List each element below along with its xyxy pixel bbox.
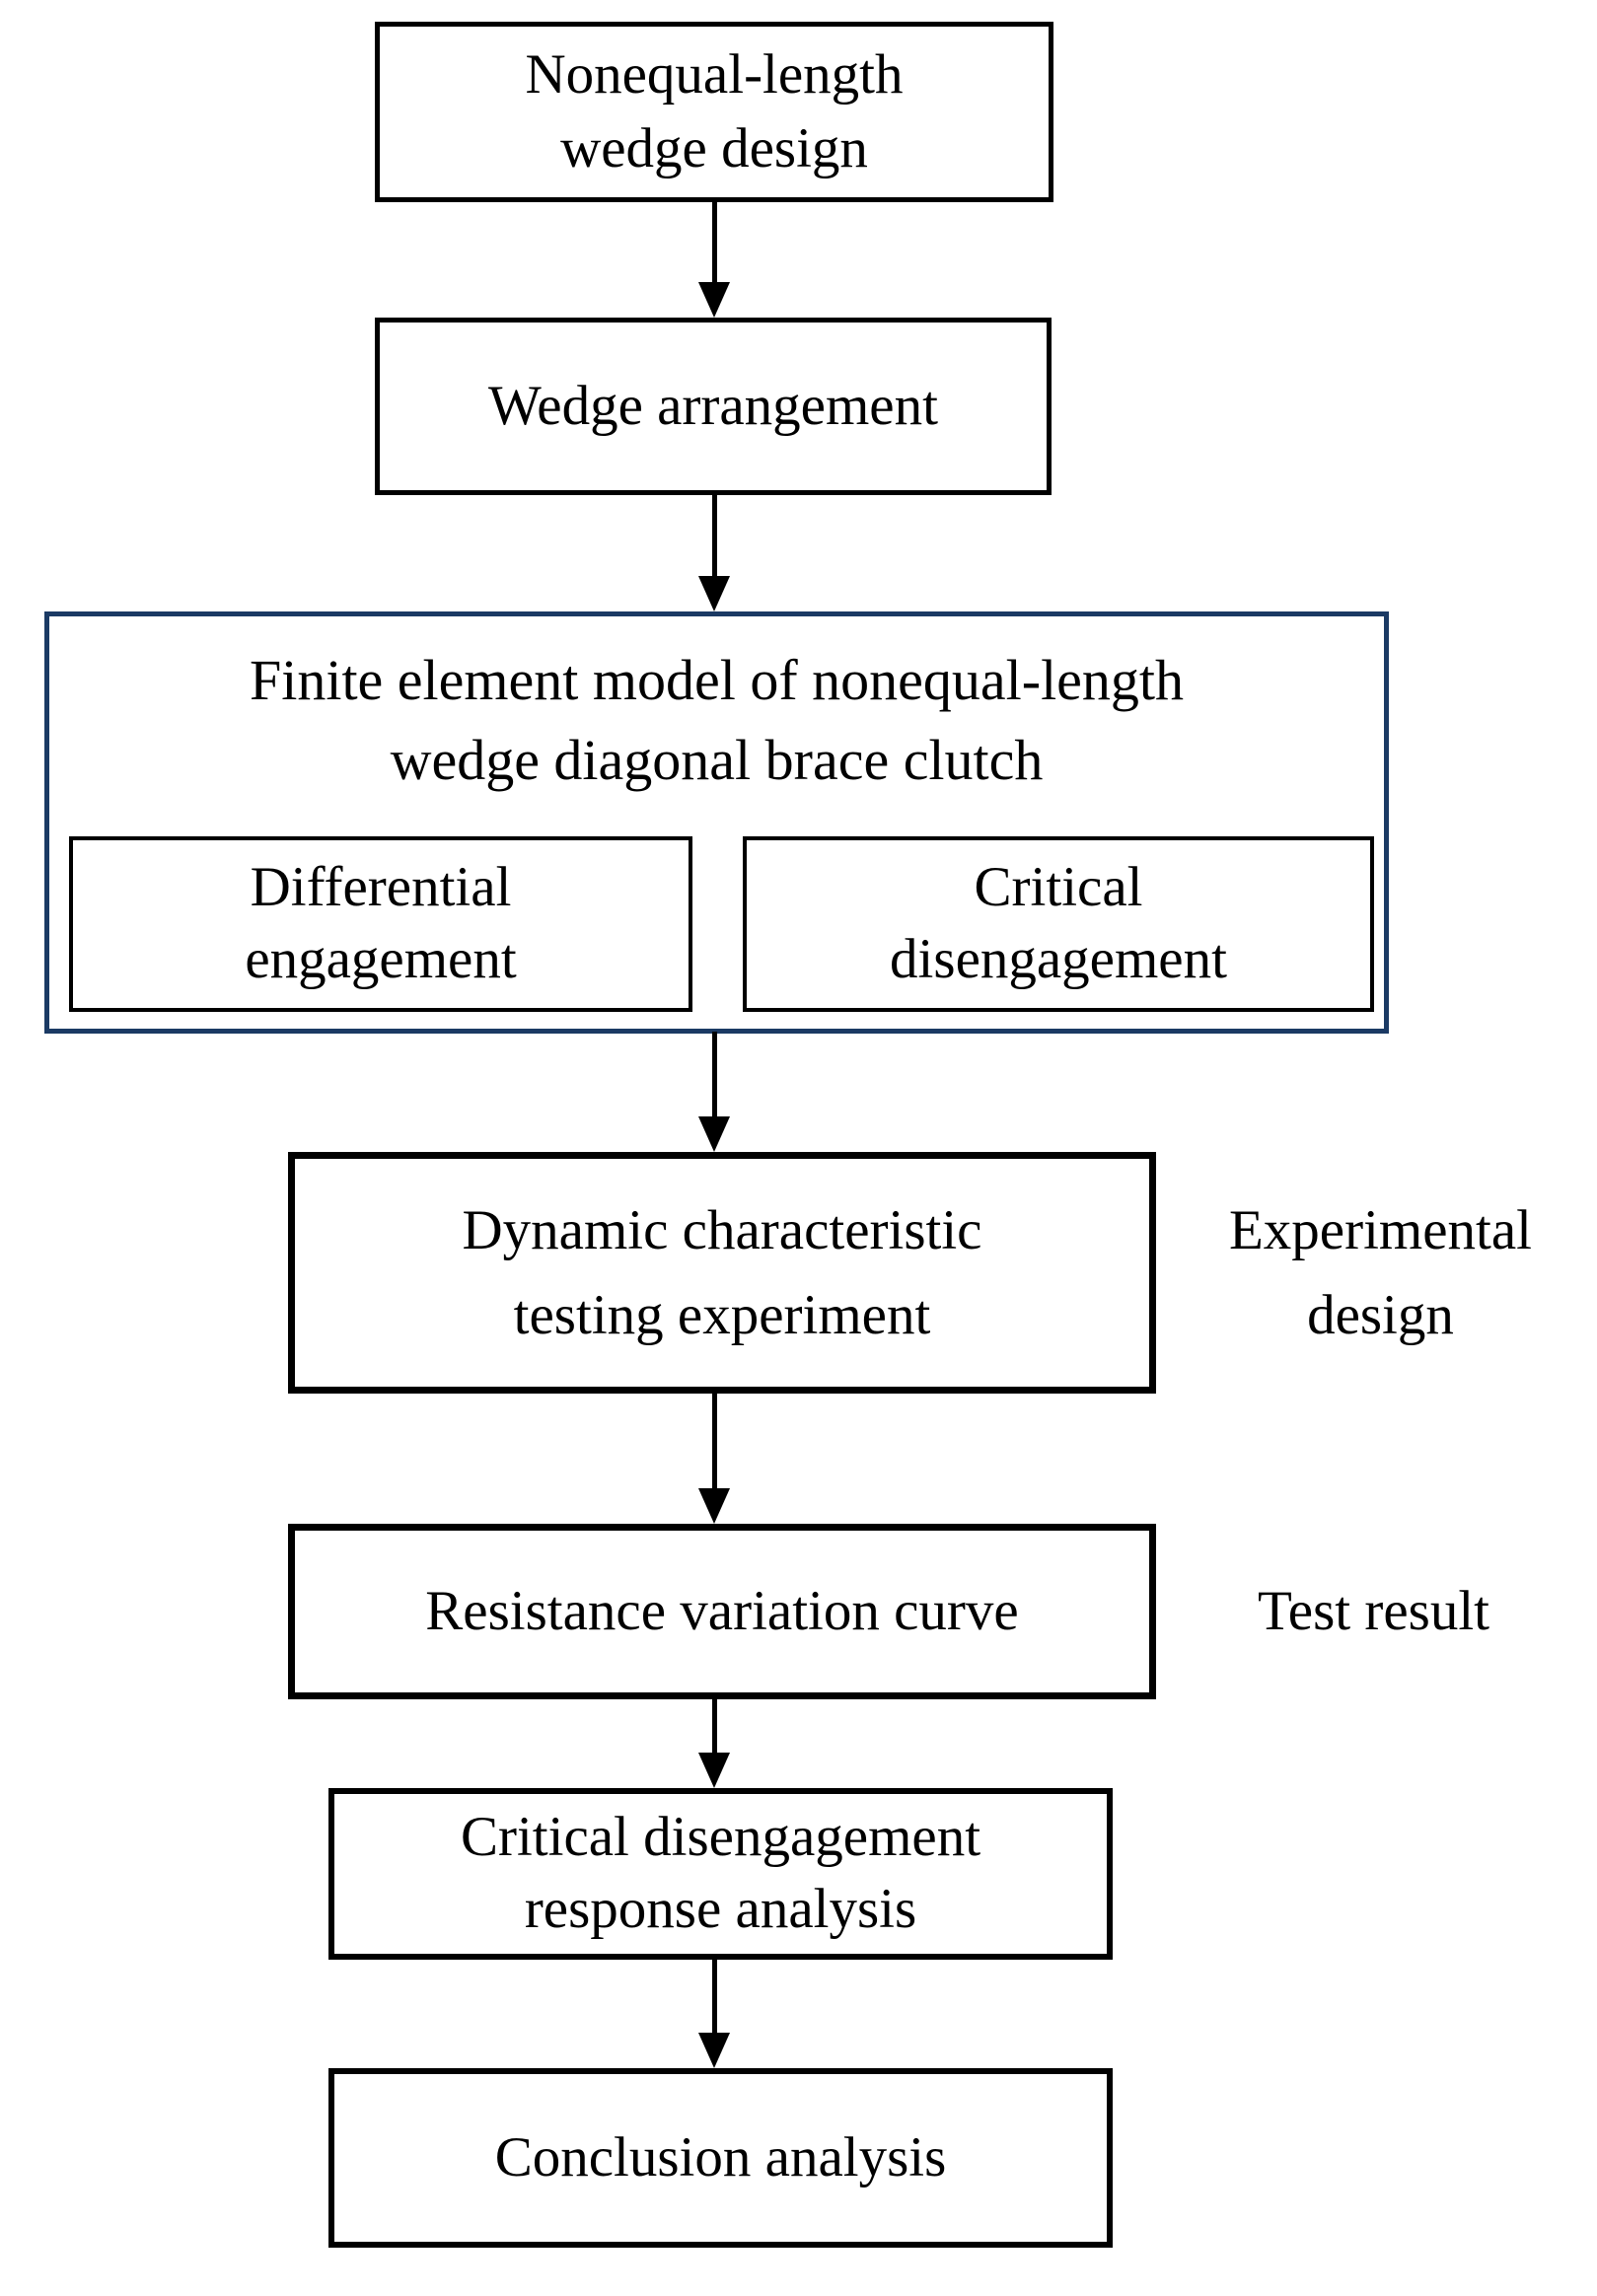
node-text-line: Critical disengagement <box>460 1806 981 1869</box>
down-arrow <box>697 202 731 318</box>
arrow-shaft <box>711 1392 717 1488</box>
arrowhead-icon <box>698 1488 730 1524</box>
arrow-shaft <box>711 1697 717 1753</box>
node-critical-disengagement: Critical disengagement <box>743 836 1374 1012</box>
side-label-line: Test result <box>1257 1580 1490 1643</box>
node-text-line: Finite element model of nonequal-length <box>249 648 1185 712</box>
node-text-line: Resistance variation curve <box>425 1579 1019 1642</box>
node-text-line: engagement <box>245 928 517 990</box>
node-finite-element-model-container: Finite element model of nonequal-length … <box>44 611 1389 1034</box>
node-text-line: disengagement <box>890 928 1227 990</box>
down-arrow <box>697 1958 731 2068</box>
arrow-shaft <box>711 493 717 576</box>
down-arrow <box>697 1392 731 1524</box>
node-critical-disengagement-response: Critical disengagement response analysis <box>328 1788 1113 1960</box>
node-text-line: Conclusion analysis <box>494 2125 947 2188</box>
arrowhead-icon <box>698 2033 730 2068</box>
arrow-shaft <box>711 202 717 282</box>
node-text-line: Wedge arrangement <box>488 374 938 437</box>
node-text-line: response analysis <box>524 1878 917 1940</box>
arrow-shaft <box>711 1958 717 2033</box>
node-text-line: testing experiment <box>513 1283 931 1346</box>
node-nonequal-length-wedge-design: Nonequal-length wedge design <box>375 22 1053 202</box>
arrowhead-icon <box>698 282 730 318</box>
node-resistance-variation-curve: Resistance variation curve <box>288 1524 1156 1699</box>
side-label-line: Experimental <box>1228 1199 1533 1261</box>
arrowhead-icon <box>698 576 730 611</box>
arrowhead-icon <box>698 1753 730 1788</box>
node-text-line: Differential <box>250 856 512 919</box>
node-text-line: wedge diagonal brace clutch <box>390 728 1044 793</box>
side-label-line: design <box>1307 1283 1454 1346</box>
node-differential-engagement: Differential engagement <box>69 836 692 1012</box>
down-arrow <box>697 1697 731 1788</box>
node-text-line: Critical <box>974 856 1143 919</box>
down-arrow <box>697 493 731 611</box>
node-conclusion-analysis: Conclusion analysis <box>328 2068 1113 2248</box>
node-text-line: wedge design <box>560 116 868 179</box>
side-label-test-result: Test result <box>1164 1524 1583 1699</box>
down-arrow <box>697 1032 731 1152</box>
node-dynamic-characteristic-testing: Dynamic characteristic testing experimen… <box>288 1152 1156 1394</box>
arrow-shaft <box>711 1032 717 1116</box>
container-title: Finite element model of nonequal-length … <box>49 640 1384 800</box>
side-label-experimental-design: Experimental design <box>1164 1152 1597 1394</box>
node-text-line: Nonequal-length <box>525 43 904 107</box>
node-wedge-arrangement: Wedge arrangement <box>375 318 1052 495</box>
arrowhead-icon <box>698 1116 730 1152</box>
node-text-line: Dynamic characteristic <box>462 1199 982 1261</box>
